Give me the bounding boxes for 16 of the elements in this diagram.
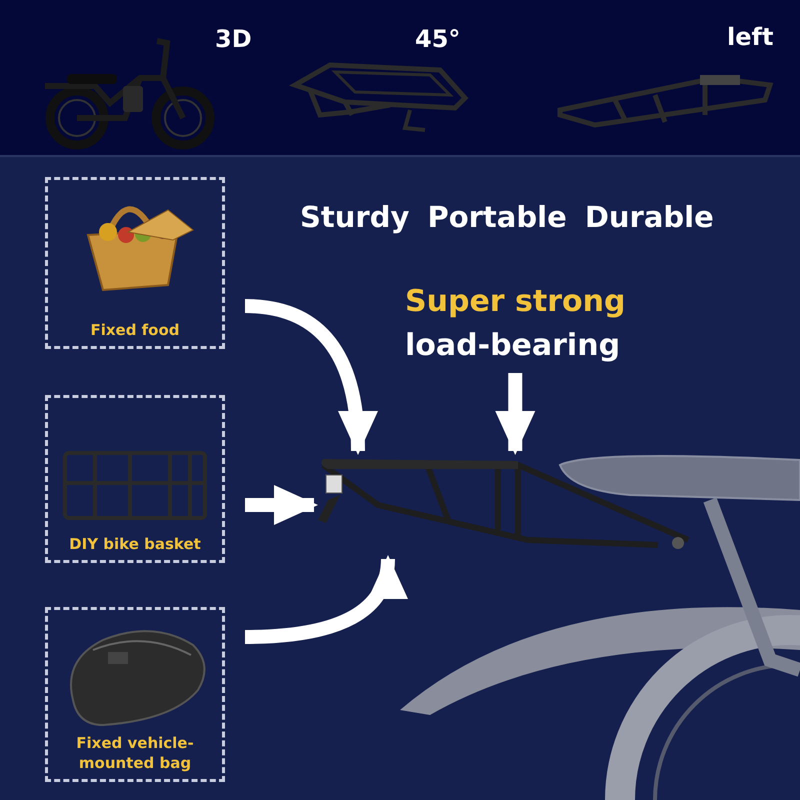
option-caption: Fixed vehicle-mounted bag: [75, 733, 195, 773]
view-label: 3D: [215, 25, 252, 53]
arrow: [495, 373, 536, 455]
view-label: left: [727, 23, 774, 51]
arrow: [245, 485, 318, 525]
option-card: [45, 607, 225, 782]
arrow: [244, 299, 377, 455]
option-caption: DIY bike basket: [68, 534, 202, 554]
feature-headline: Sturdy Portable Durable: [300, 200, 714, 234]
headline-text: load-bearing: [405, 327, 622, 365]
view-label: 45°: [415, 25, 460, 53]
headline-text: Super strong: [405, 283, 626, 321]
option-card: [45, 395, 225, 563]
option-caption: Fixed food: [89, 320, 181, 340]
arrow: [244, 555, 405, 644]
option-card: [45, 177, 225, 349]
